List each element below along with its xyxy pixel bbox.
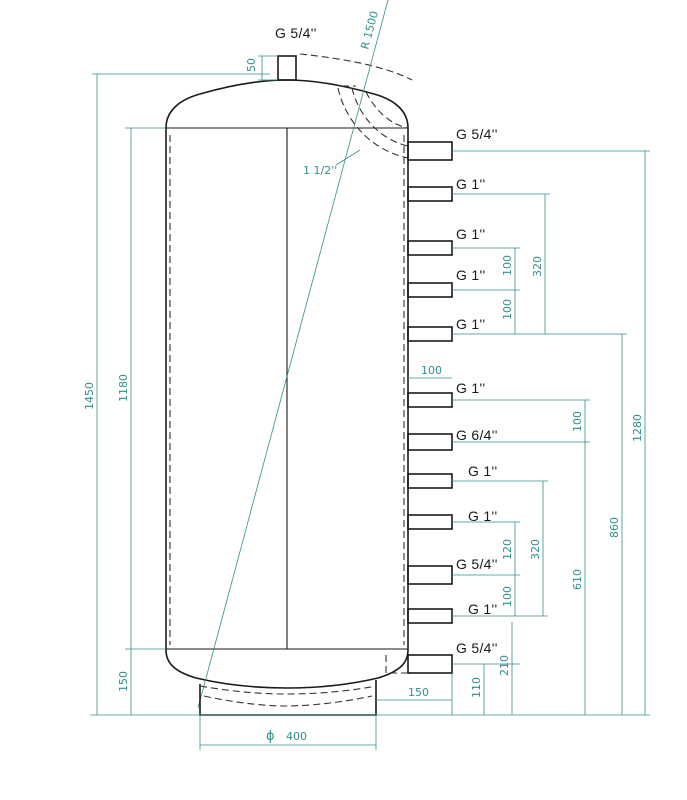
tank-bottom-dome: [165, 649, 409, 689]
dim-860-label: 860: [608, 517, 621, 538]
conn-label-1: G 5/4'': [456, 126, 498, 142]
right-dimensions: 100 100 320 100 120 100 320 110 210 610 …: [452, 150, 650, 715]
nozzle-11: [407, 608, 453, 624]
dim-120-label: 120: [501, 539, 514, 560]
conn-label-11: G 1'': [468, 601, 497, 617]
conn-label-6: G 1'': [456, 380, 485, 396]
conn-label-4: G 1'': [456, 267, 485, 283]
conn-label-5: G 1'': [456, 316, 485, 332]
nozzle-9: [407, 514, 453, 530]
left-dimensions: 1450 1180 150: [83, 73, 270, 715]
nozzle-12-hidden: [385, 655, 408, 674]
dim-100a-label: 100: [501, 255, 514, 276]
nozzle-1: [407, 141, 453, 161]
diameter-symbol: ϕ: [266, 729, 275, 744]
conn-label-9: G 1'': [468, 508, 497, 524]
conn-label-2: G 1'': [456, 176, 485, 192]
skirt-hidden-top: [199, 685, 377, 695]
dim-bottom-150-label: 150: [408, 686, 429, 699]
flange-leader: [335, 149, 361, 166]
dim-100b-label: 100: [501, 299, 514, 320]
dim-100d-label: 100: [501, 586, 514, 607]
conn-label-7: G 6/4'': [456, 427, 498, 443]
radius-leader-line: [197, 0, 389, 709]
conn-label-8: G 1'': [468, 463, 497, 479]
dim-150-label: 150: [117, 671, 130, 692]
flange-arc-3: [365, 91, 409, 129]
right-nozzles: [385, 141, 453, 674]
dim-50-label: 50: [245, 58, 258, 72]
flange-label: 1 1/2'': [303, 164, 337, 177]
radius-label: R 1500: [358, 10, 381, 51]
radius-arc: [299, 53, 413, 81]
bottom-skirt: [199, 680, 377, 716]
nozzle-3: [407, 240, 453, 256]
nozzle-7: [407, 433, 453, 451]
dim-320a-label: 320: [531, 256, 544, 277]
conn-label-3: G 1'': [456, 226, 485, 242]
tank-top-dome: [165, 79, 409, 129]
nozzle-8: [407, 473, 453, 489]
dim-610-label: 610: [571, 569, 584, 590]
dim-1450-label: 1450: [83, 382, 96, 410]
dim-210-label: 210: [498, 655, 511, 676]
conn-label-12: G 5/4'': [456, 640, 498, 656]
right-connection-labels: G 5/4'' G 1'' G 1'' G 1'' G 1'' G 1'' G …: [456, 126, 498, 656]
bottom-offset-dimension: 150: [376, 673, 453, 715]
top-nozzle: [277, 55, 297, 81]
dim-110-label: 110: [470, 677, 483, 698]
dim-1180-label: 1180: [117, 374, 130, 402]
nozzle-5: [407, 326, 453, 342]
nozzle-10: [407, 565, 453, 585]
flange-arc-inner: [351, 87, 409, 147]
nozzle-6: [407, 392, 453, 408]
flange-hidden: [337, 85, 409, 159]
nozzle-4: [407, 282, 453, 298]
skirt-hidden-inner: [203, 695, 373, 707]
top-nozzle-body: [277, 55, 297, 81]
flange-arc-outer: [337, 87, 409, 159]
dim-1280-label: 1280: [631, 414, 644, 442]
nozzle-12: [407, 654, 453, 674]
skirt-outline: [199, 680, 377, 716]
dim-nozzle-length-label: 100: [421, 364, 442, 377]
nozzle-2: [407, 186, 453, 202]
dim-100c-label: 100: [571, 411, 584, 432]
tank-body: [165, 79, 409, 689]
conn-label-10: G 5/4'': [456, 556, 498, 572]
diameter-label: 400: [286, 730, 307, 743]
dim-320b-label: 320: [529, 539, 542, 560]
top-connection-label: G 5/4'': [275, 25, 317, 41]
diameter-dimension: ϕ 400: [199, 715, 377, 750]
